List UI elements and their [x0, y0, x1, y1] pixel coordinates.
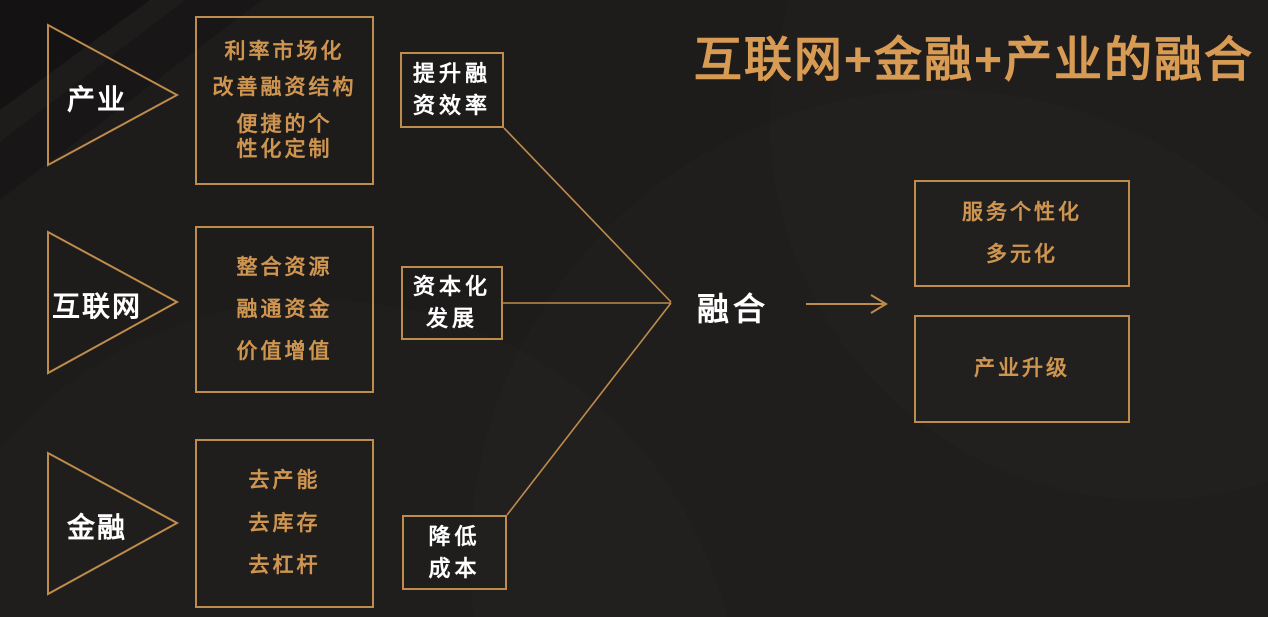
- result-box-service: 服务个性化 多元化: [914, 180, 1130, 287]
- outcome-line: 成本: [428, 555, 481, 581]
- triangle-internet: [47, 230, 180, 375]
- outcome-line: 发展: [425, 306, 478, 331]
- connector-bottom: [506, 302, 672, 516]
- factor-item: 去产能: [248, 469, 321, 493]
- outcome-box-cost-reduction: 降低 成本: [402, 515, 507, 590]
- connector-top: [503, 127, 672, 303]
- background-streak: [0, 0, 150, 110]
- factor-item: 价值增值: [236, 339, 333, 363]
- factors-box-industry: 利率市场化 改善融资结构 便捷的个性化定制: [195, 16, 374, 185]
- factor-item: 去杠杆: [248, 554, 321, 578]
- triangle-label-finance: 金融: [66, 512, 127, 543]
- result-line: 服务个性化: [962, 201, 1082, 225]
- slide-title: 互联网+金融+产业的融合: [693, 34, 1254, 87]
- factors-box-finance: 去产能 去库存 去杠杆: [195, 439, 374, 608]
- triangle-industry: [47, 23, 180, 167]
- outcome-line: 提升融: [412, 61, 491, 87]
- outcome-line: 降低: [428, 523, 481, 549]
- result-line: 产业升级: [974, 357, 1070, 381]
- outcome-line: 资效率: [412, 93, 491, 118]
- outcome-box-capitalization: 资本化 发展: [401, 266, 503, 340]
- factor-item: 融通资金: [236, 297, 333, 321]
- factor-item: 整合资源: [236, 255, 333, 279]
- outcome-box-financing-efficiency: 提升融 资效率: [400, 52, 504, 128]
- merge-arrow-head: [870, 294, 888, 314]
- factor-item: 便捷的个性化定制: [236, 112, 333, 161]
- outcome-line: 资本化: [412, 274, 491, 300]
- result-line: 多元化: [986, 242, 1058, 266]
- factors-box-internet: 整合资源 融通资金 价值增值: [195, 226, 374, 393]
- factor-item: 利率市场化: [224, 40, 345, 64]
- factor-item: 改善融资结构: [212, 76, 357, 100]
- merge-label: 融合: [697, 291, 770, 327]
- triangle-label-internet: 互联网: [51, 291, 142, 322]
- triangle-label-industry: 产业: [66, 84, 127, 115]
- triangle-finance: [47, 451, 180, 596]
- factor-item: 去库存: [248, 511, 321, 535]
- result-box-upgrade: 产业升级: [914, 315, 1130, 423]
